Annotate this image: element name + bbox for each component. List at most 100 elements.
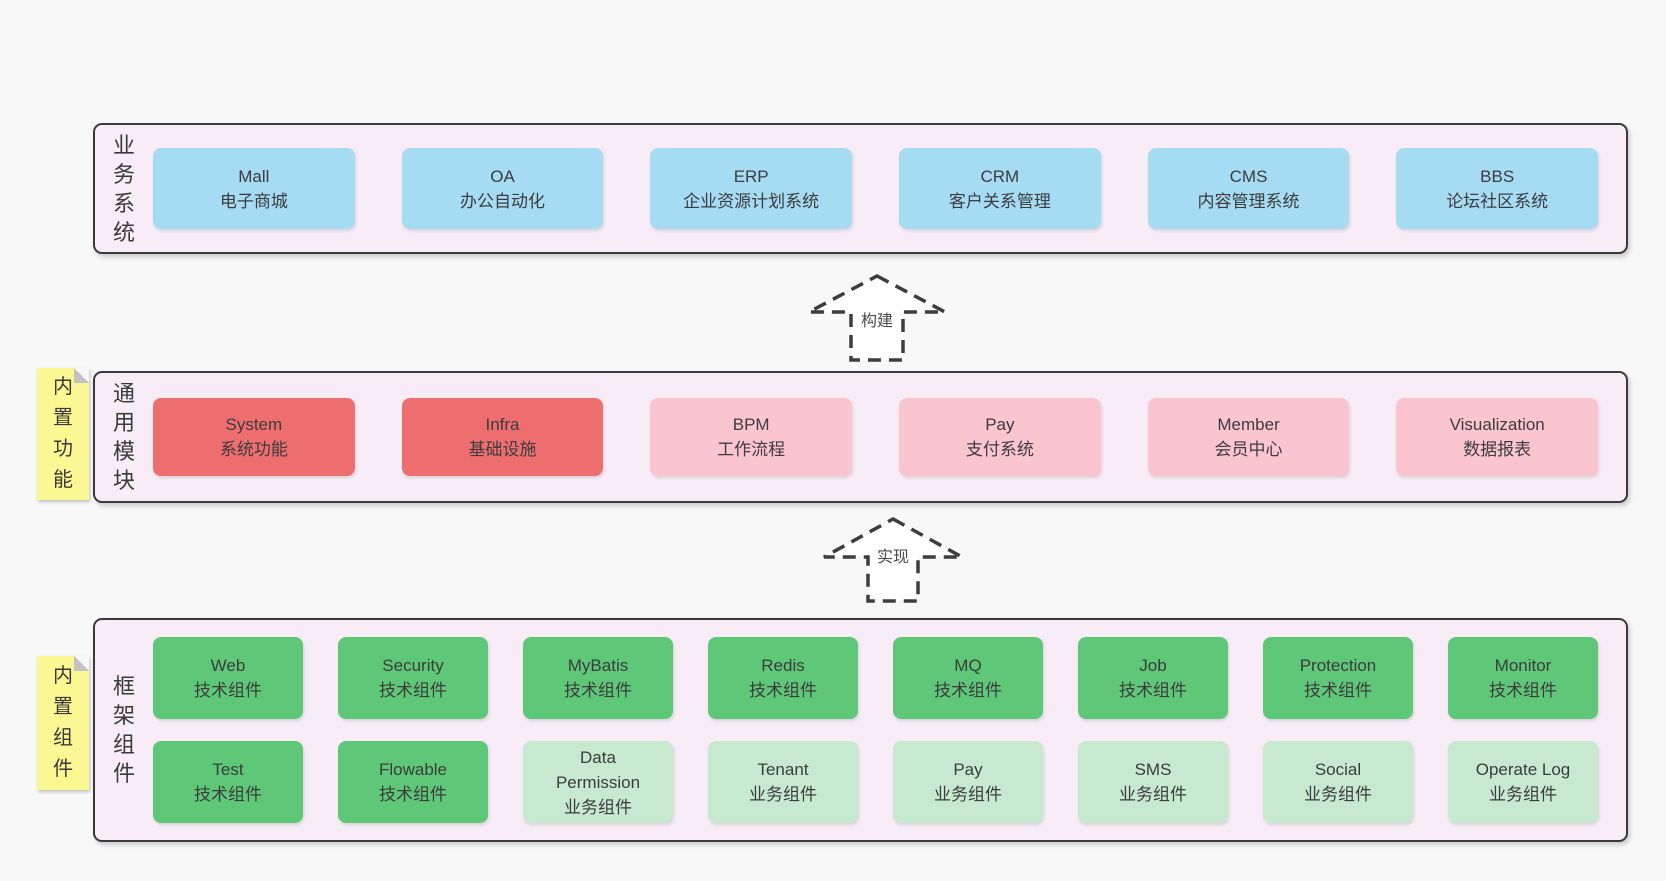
box-title: ERP <box>733 166 769 186</box>
box-subtitle: 业务组件 <box>564 797 632 817</box>
box-subtitle: 基础设施 <box>468 440 537 459</box>
box-subtitle: 技术组件 <box>379 785 447 804</box>
box-title: Flowable <box>378 760 448 779</box>
box-subtitle: 业务组件 <box>1119 785 1187 804</box>
component-row-2: Test 技术组件 Flowable 技术组件 Data Permission … <box>153 741 1598 823</box>
component-box-mybatis: MyBatis 技术组件 <box>523 637 673 719</box>
module-box-erp: ERP 企业资源计划系统 <box>650 148 853 229</box>
component-box-data-permission: Data Permission 业务组件 <box>523 741 673 823</box>
box-title: Monitor <box>1494 656 1552 675</box>
component-box-redis: Redis 技术组件 <box>708 637 858 719</box>
box-subtitle: 支付系统 <box>965 440 1034 459</box>
module-box-infra: Infra 基础设施 <box>401 398 604 476</box>
box-subtitle: 业务组件 <box>934 785 1002 804</box>
component-box-protection: Protection 技术组件 <box>1263 637 1413 719</box>
box-subtitle: 工作流程 <box>717 440 786 459</box>
box-title: Pay <box>953 760 983 779</box>
box-subtitle: 技术组件 <box>194 681 262 700</box>
component-box-tenant: Tenant 业务组件 <box>708 741 858 823</box>
sticky-note-built-in-components: 内置组件 <box>37 656 89 790</box>
box-title: OA <box>490 166 515 186</box>
box-title: Social <box>1314 760 1362 779</box>
box-title: Infra <box>485 415 520 434</box>
box-title: CRM <box>980 166 1020 186</box>
box-subtitle: 论坛社区系统 <box>1446 191 1549 211</box>
module-box-mall: Mall 电子商城 <box>153 148 355 229</box>
band-framework-components: 框架组件 Web 技术组件 Security 技术组件 MyBatis 技术组件… <box>93 618 1628 842</box>
module-box-crm: CRM 客户关系管理 <box>899 148 1101 229</box>
band-content: Mall 电子商城 OA 办公自动化 ERP 企业资源计划系统 CRM 客户关系… <box>153 125 1626 252</box>
box-title: MyBatis <box>567 656 629 675</box>
box-title: Job <box>1139 656 1167 675</box>
band-label-text: 框架组件 <box>112 674 135 786</box>
box-title: Data Permission <box>555 747 641 792</box>
box-title: Security <box>382 656 444 675</box>
box-title: Pay <box>985 415 1015 434</box>
box-subtitle: 内容管理系统 <box>1197 191 1300 211</box>
component-box-operate-log: Operate Log 业务组件 <box>1448 741 1598 823</box>
box-title: Redis <box>761 656 805 675</box>
component-box-job: Job 技术组件 <box>1078 637 1228 719</box>
box-title: CMS <box>1229 166 1268 186</box>
module-box-member: Member 会员中心 <box>1147 398 1350 476</box>
box-title: BBS <box>1480 166 1515 186</box>
component-box-monitor: Monitor 技术组件 <box>1448 637 1598 719</box>
sticky-fold-corner-icon <box>74 368 89 383</box>
box-subtitle: 系统功能 <box>219 440 288 459</box>
box-subtitle: 业务组件 <box>749 785 817 804</box>
box-subtitle: 技术组件 <box>379 681 447 700</box>
box-subtitle: 会员中心 <box>1214 440 1283 459</box>
box-subtitle: 办公自动化 <box>460 191 545 211</box>
module-box-pay: Pay 支付系统 <box>899 398 1101 476</box>
box-subtitle: 技术组件 <box>934 681 1002 700</box>
component-box-test: Test 技术组件 <box>153 741 303 823</box>
box-subtitle: 业务组件 <box>1489 785 1557 804</box>
module-box-visualization: Visualization 数据报表 <box>1396 398 1599 476</box>
box-subtitle: 数据报表 <box>1463 440 1532 459</box>
module-box-oa: OA 办公自动化 <box>401 148 604 229</box>
band-common-modules: 通用模块 System 系统功能 Infra 基础设施 BPM 工作流程 Pay… <box>93 371 1628 503</box>
component-box-web: Web 技术组件 <box>153 637 303 719</box>
box-title: Web <box>210 656 246 675</box>
box-title: Visualization <box>1449 415 1545 434</box>
band-content: System 系统功能 Infra 基础设施 BPM 工作流程 Pay 支付系统… <box>153 373 1626 501</box>
sticky-fold-corner-icon <box>74 656 89 671</box>
box-title: Mall <box>238 166 270 186</box>
box-subtitle: 企业资源计划系统 <box>683 191 820 211</box>
sticky-note-label: 内置组件 <box>53 665 73 780</box>
band-label-text: 通用模块 <box>112 381 135 493</box>
box-title: Tenant <box>757 760 809 779</box>
implement-arrow-label: 实现 <box>870 546 916 570</box>
box-title: System <box>225 415 283 434</box>
module-box-system: System 系统功能 <box>153 398 355 476</box>
module-box-bbs: BBS 论坛社区系统 <box>1396 148 1599 229</box>
component-box-pay: Pay 业务组件 <box>893 741 1043 823</box>
box-subtitle: 业务组件 <box>1304 785 1372 804</box>
box-subtitle: 技术组件 <box>1489 681 1557 700</box>
component-box-security: Security 技术组件 <box>338 637 488 719</box>
component-row-1: Web 技术组件 Security 技术组件 MyBatis 技术组件 Redi… <box>153 637 1598 719</box>
box-subtitle: 技术组件 <box>194 785 262 804</box>
sticky-note-label: 内置功能 <box>53 376 73 491</box>
box-subtitle: 技术组件 <box>1304 681 1372 700</box>
module-box-bpm: BPM 工作流程 <box>650 398 853 476</box>
band-label-common-modules: 通用模块 <box>95 373 153 501</box>
box-title: Test <box>212 760 244 779</box>
band-business-systems: 业务系统 Mall 电子商城 OA 办公自动化 ERP 企业资源计划系统 CRM… <box>93 123 1628 254</box>
component-box-social: Social 业务组件 <box>1263 741 1413 823</box>
band-label-framework-components: 框架组件 <box>95 620 153 840</box>
box-title: MQ <box>954 656 982 675</box>
box-title: SMS <box>1134 760 1172 779</box>
module-box-cms: CMS 内容管理系统 <box>1147 148 1350 229</box>
box-subtitle: 技术组件 <box>1119 681 1187 700</box>
build-arrow-label: 构建 <box>854 310 900 334</box>
box-subtitle: 技术组件 <box>564 681 632 700</box>
box-title: BPM <box>732 415 770 434</box>
sticky-note-built-in-features: 内置功能 <box>37 368 89 500</box>
box-subtitle: 电子商城 <box>219 191 288 211</box>
band-content: Web 技术组件 Security 技术组件 MyBatis 技术组件 Redi… <box>153 620 1626 840</box>
component-box-sms: SMS 业务组件 <box>1078 741 1228 823</box>
box-title: Operate Log <box>1475 760 1571 779</box>
box-title: Member <box>1217 415 1280 434</box>
